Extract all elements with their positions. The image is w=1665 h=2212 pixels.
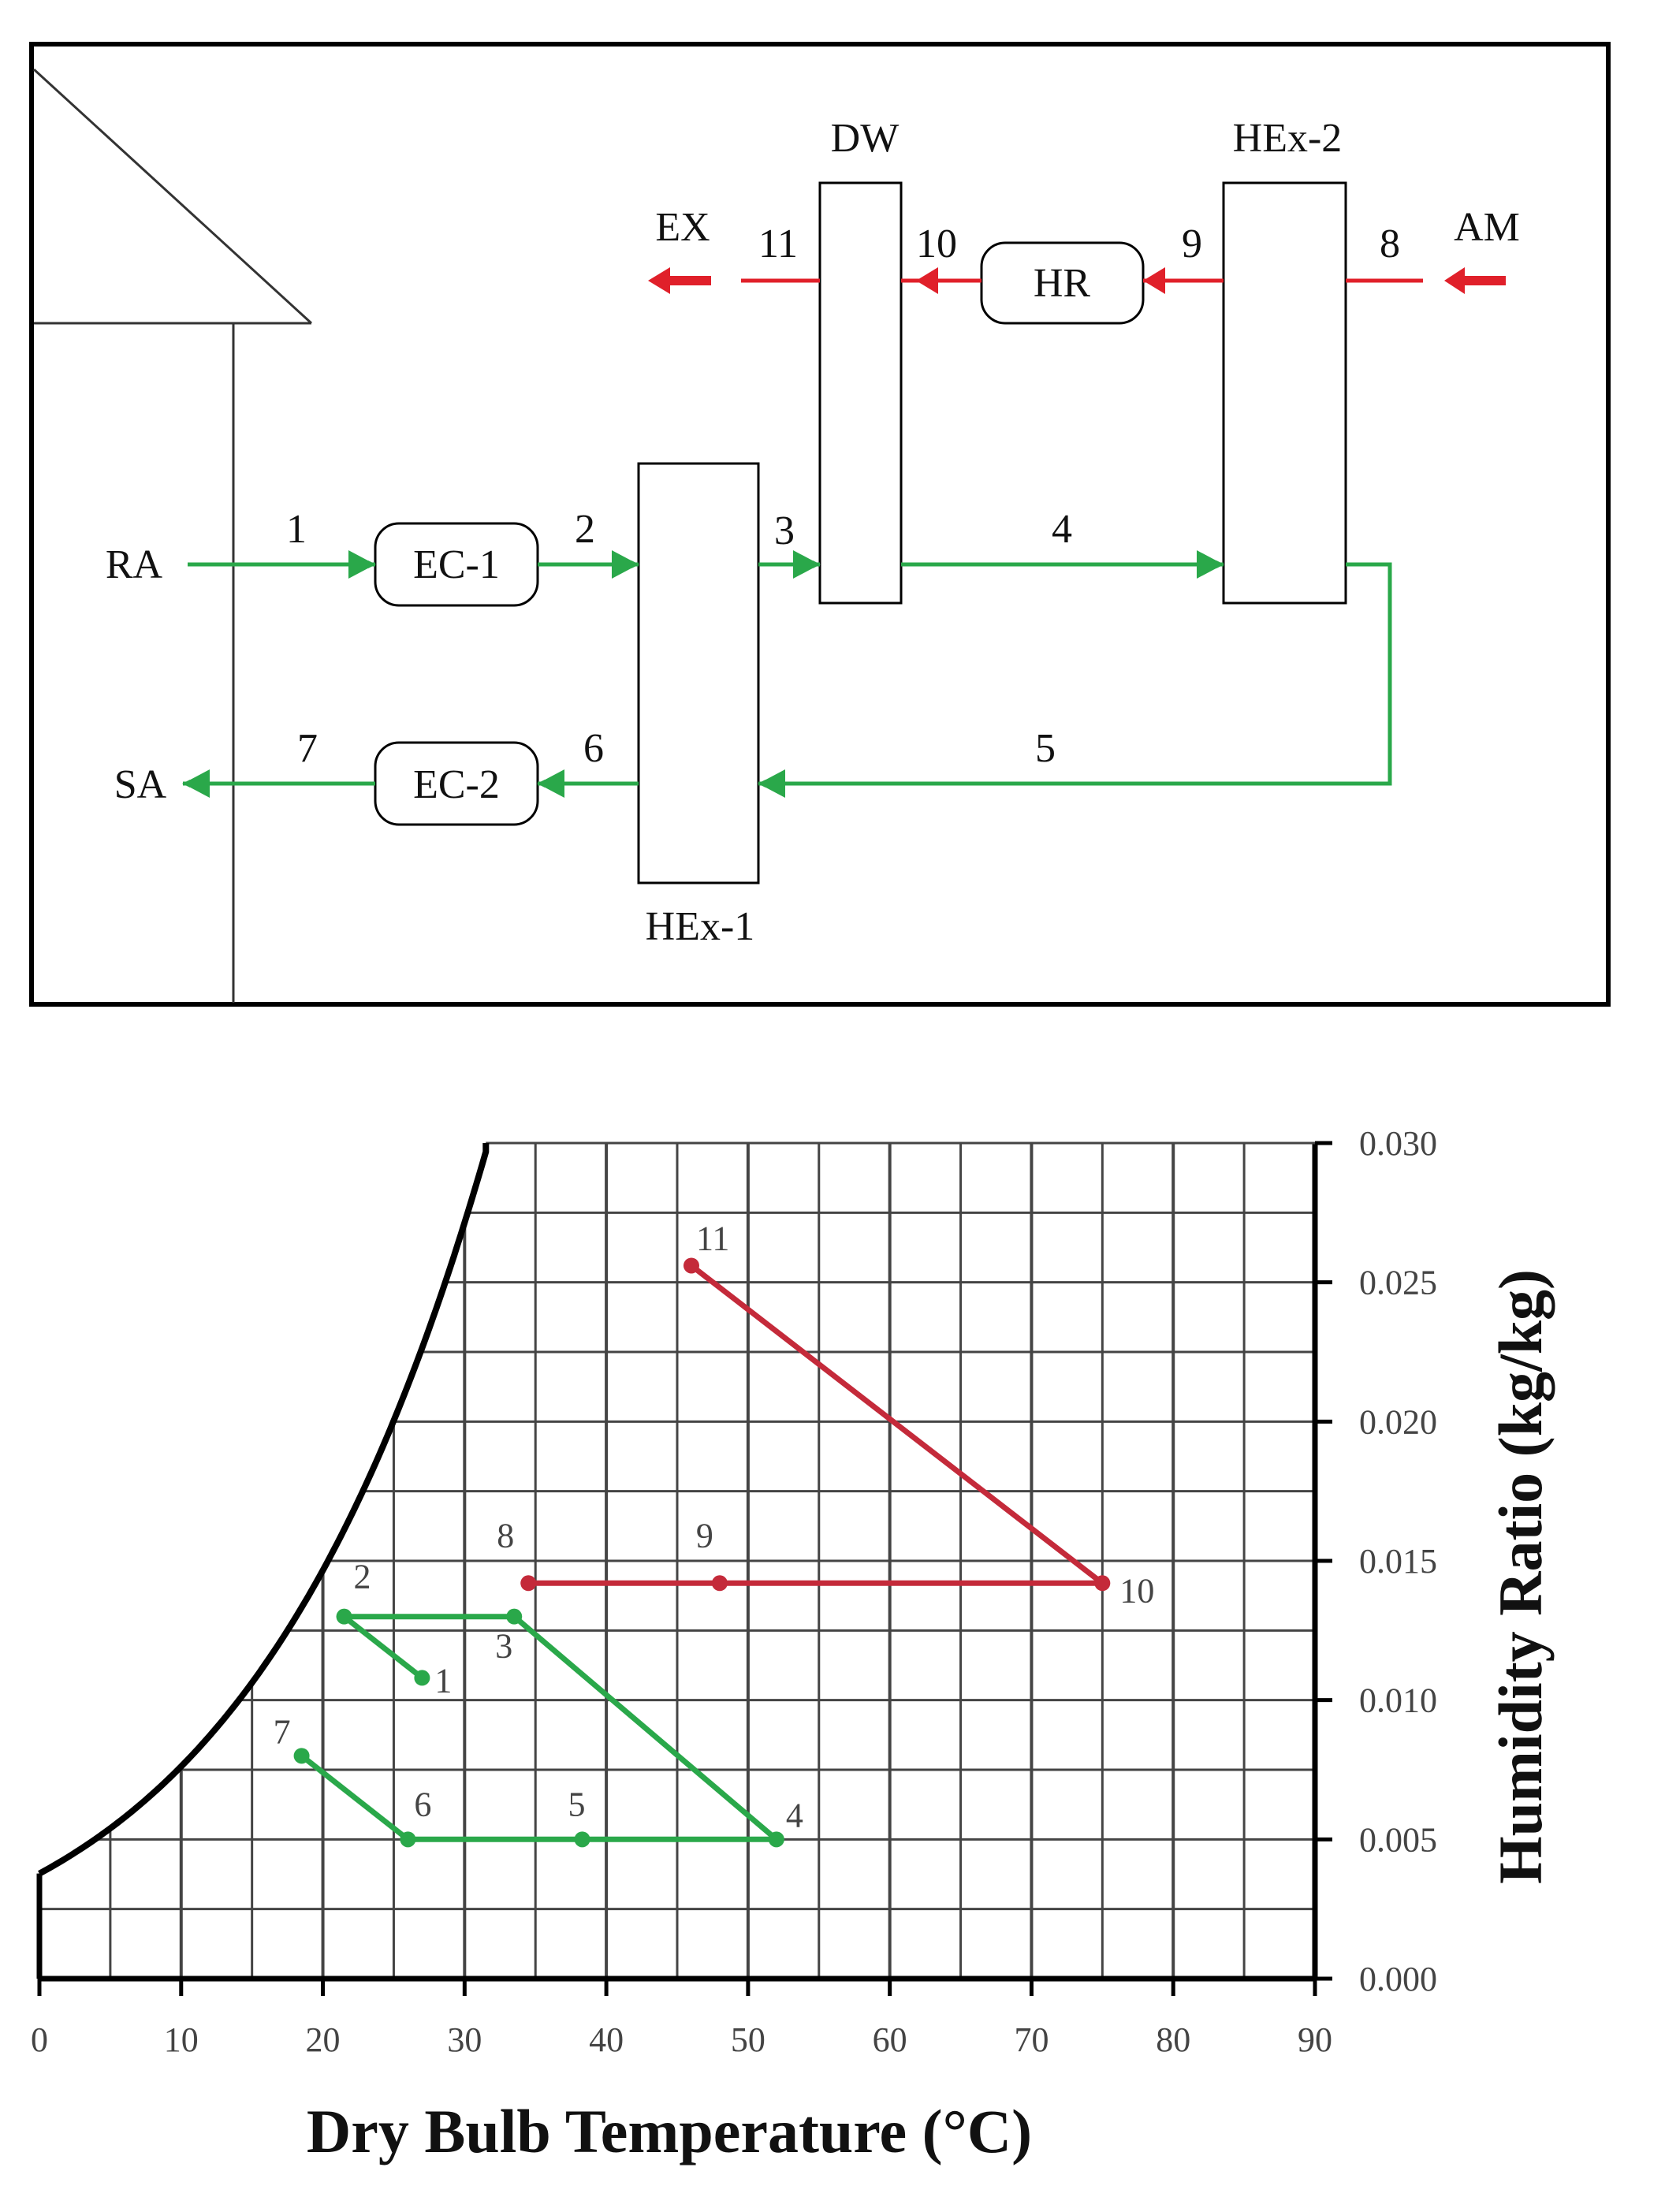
series-line [528,1263,1105,1586]
ra-label: RA [106,542,163,587]
state-point-label: 4 [786,1796,803,1834]
state-point-8 [520,1575,537,1592]
x-tick-label: 70 [1014,2020,1049,2059]
state-point-label: 11 [696,1219,729,1257]
regeneration-arrowheads [648,267,1506,294]
saturation-curve [38,1143,490,1877]
state-point-1 [414,1670,430,1686]
state-point-6 [400,1831,416,1848]
state-point-5 [574,1831,590,1848]
ec2-label: EC-2 [413,762,500,807]
state-point-label: 3 [495,1627,512,1666]
state-8-label: 8 [1380,222,1400,266]
state-4-label: 4 [1052,507,1072,552]
state-point-label: 6 [414,1785,431,1823]
schematic-frame [29,42,1611,1007]
x-tick-label: 50 [731,2020,765,2059]
state-point-9 [711,1575,728,1592]
y-tick-label: 0.030 [1359,1124,1437,1163]
state-5-label: 5 [1035,726,1056,771]
state-point-label: 2 [354,1558,371,1596]
system-schematic: DW HEx-2 HEx-1 HR EC-1 EC-2 RA SA EX AM [29,42,1611,1007]
state-point-7 [293,1748,310,1764]
state-point-label: 7 [274,1712,291,1751]
ex-outlet-arrow [648,267,711,294]
series-0: 1 2 3 4 5 6 7 [274,1558,803,1848]
state-1-label: 1 [286,507,307,552]
y-tick-label: 0.025 [1359,1264,1437,1302]
y-tick-label: 0.005 [1359,1820,1437,1859]
state-point-label: 9 [696,1516,713,1555]
hex2-box [1222,181,1347,605]
hr-box [980,241,1145,325]
am-inlet-arrow [1444,267,1506,294]
x-tick-label: 60 [873,2020,907,2059]
x-tick-label: 10 [164,2020,199,2059]
y-tick-label: 0.000 [1359,1960,1437,1998]
ex-label: EX [655,205,710,250]
x-tick-label: 80 [1156,2020,1190,2059]
state-point-3 [506,1608,523,1625]
supply-arrowheads [183,550,1224,798]
hr-label: HR [1034,261,1091,306]
x-tick-label: 90 [1298,2020,1332,2059]
state-point-10 [1094,1575,1111,1592]
dw-label: DW [831,116,900,161]
state-3-label: 3 [774,508,795,553]
ec1-label: EC-1 [413,542,500,587]
state-point-4 [768,1831,784,1848]
sa-label: SA [114,762,167,807]
hex1-box [637,462,760,884]
x-tick-label: 0 [31,2020,48,2059]
state-2-label: 2 [575,507,595,552]
process-series: 1 2 3 4 5 6 7 8 9 10 11 [274,1219,1154,1848]
y-tick-label: 0.020 [1359,1402,1437,1441]
x-tick-label: 20 [306,2020,341,2059]
state-7-label: 7 [297,726,318,771]
hex2-label: HEx-2 [1233,116,1343,161]
dw-box [818,181,903,605]
state-point-label: 1 [434,1661,452,1700]
y-axis-title: Humidity Ratio (kg/kg) [1486,1269,1555,1884]
y-tick-label: 0.010 [1359,1681,1437,1720]
x-tick-label: 30 [447,2020,482,2059]
state-6-label: 6 [583,726,604,771]
x-axis-title: Dry Bulb Temperature (°C) [307,2097,1032,2165]
y-tick-label: 0.015 [1359,1542,1437,1581]
building-outline [32,68,313,1003]
series-line [300,1614,780,1842]
x-tick-label: 40 [589,2020,624,2059]
state-point-2 [336,1608,352,1625]
state-point-label: 5 [568,1785,586,1823]
series-1: 8 9 10 11 [497,1219,1154,1610]
saturation-mask-region [36,1140,486,1874]
x-tick-labels: 0 10 20 30 40 50 60 70 80 90 [31,2020,1332,2059]
chart-axes [36,1141,1332,1996]
supply-airflow [182,560,1392,788]
state-11-label: 11 [758,222,798,266]
state-point-label: 10 [1119,1571,1154,1610]
state-point-label: 8 [497,1516,514,1555]
am-label: AM [1454,205,1520,250]
hex1-label: HEx-1 [646,904,755,949]
psychrometric-chart: 0 10 20 30 40 50 60 70 80 90 0.000 0.005 0.010 0.015… [31,1124,1555,2165]
state-10-label: 10 [916,222,957,266]
state-9-label: 9 [1182,222,1202,266]
state-point-11 [683,1257,699,1274]
y-tick-labels: 0.000 0.005 0.010 0.015 0.020 0.025 0.030 [1359,1124,1437,1998]
